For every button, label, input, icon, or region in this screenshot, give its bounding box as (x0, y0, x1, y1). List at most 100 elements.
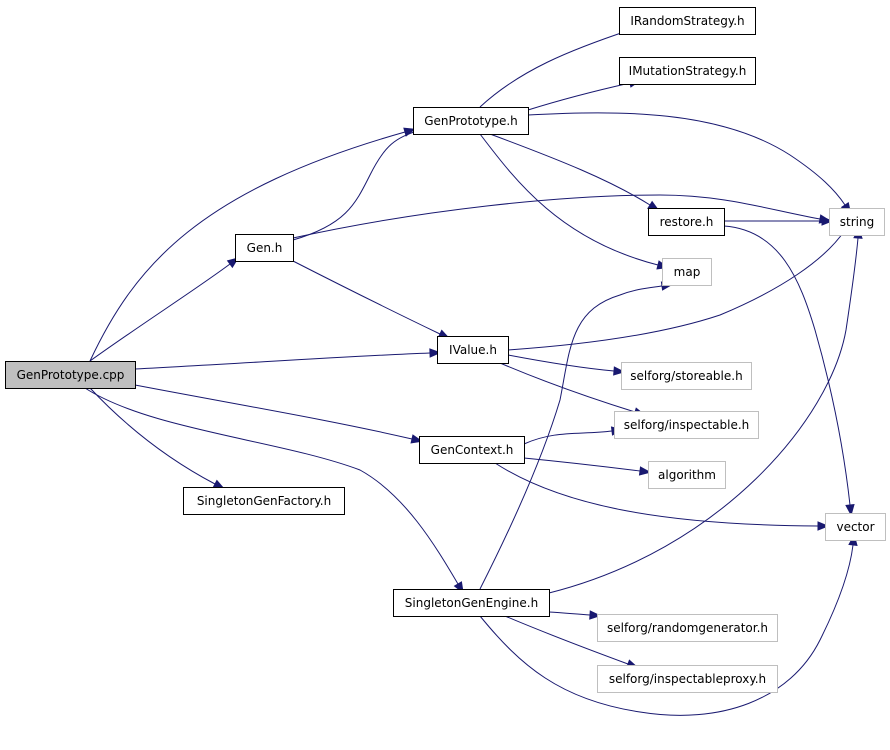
node-label: algorithm (658, 468, 716, 482)
node-box (829, 208, 885, 236)
edge-line (489, 133, 651, 206)
edge-line (89, 387, 216, 485)
node-gen-h[interactable]: Gen.h (235, 234, 294, 262)
edge-line (723, 225, 851, 506)
edge-line (527, 82, 631, 111)
edge-line (292, 194, 821, 239)
edge-line (479, 29, 631, 108)
node-box (619, 7, 756, 35)
edge-line (479, 285, 663, 590)
edge-gen_h-to-ivalue_h (292, 260, 451, 339)
node-selforg-storeable-h[interactable]: selforg/storeable.h (621, 362, 752, 390)
node-box (597, 614, 778, 642)
node-box (419, 436, 525, 464)
node-ivalue-h[interactable]: IValue.h (437, 336, 509, 364)
node-irandomstrategy-h[interactable]: IRandomStrategy.h (619, 7, 756, 35)
edge-gen_h-to-genprototype_h (292, 125, 431, 241)
edge-gencontext_h-to-algorithm (523, 457, 652, 476)
edge-line (548, 611, 591, 616)
node-label: GenContext.h (431, 443, 514, 457)
edge-gencontext_h-to-selforg_inspectable_h (523, 426, 624, 445)
node-map[interactable]: map (662, 258, 712, 286)
edge-line (292, 260, 441, 335)
node-selforg-inspectable-h[interactable]: selforg/inspectable.h (614, 411, 759, 439)
node-label: selforg/inspectable.h (624, 418, 750, 432)
edge-line (507, 229, 846, 351)
edge-line (84, 387, 459, 585)
edge-line (134, 384, 413, 440)
node-label: selforg/inspectableproxy.h (609, 672, 766, 686)
arrowhead (817, 521, 830, 531)
edge-line (479, 544, 854, 716)
node-box (825, 513, 886, 541)
edge-line (499, 362, 636, 413)
node-box (648, 461, 726, 489)
node-singletongenfactory-h[interactable]: SingletonGenFactory.h (183, 487, 345, 515)
edge-line (523, 457, 641, 472)
node-box (5, 361, 136, 389)
arrowhead (845, 503, 855, 517)
node-label: restore.h (660, 215, 714, 229)
edge-line (134, 352, 431, 370)
node-label: vector (836, 520, 874, 534)
edge-line (507, 354, 615, 372)
edge-genprototype_h-to-map (479, 133, 669, 270)
edge-line (504, 615, 629, 665)
edge-gencontext_h-to-vector (494, 462, 830, 531)
node-label: selforg/randomgenerator.h (607, 621, 768, 635)
edge-line (548, 237, 859, 594)
edge-line (479, 133, 659, 266)
node-box (662, 258, 712, 286)
node-gencontext-h[interactable]: GenContext.h (419, 436, 525, 464)
node-box (614, 411, 759, 439)
node-selforg-randomgenerator-h[interactable]: selforg/randomgenerator.h (597, 614, 778, 642)
node-box (413, 107, 529, 135)
edge-genprototype_cpp-to-gencontext_h (134, 384, 424, 444)
edge-line (523, 430, 613, 445)
node-box (183, 487, 345, 515)
node-label: GenPrototype.cpp (17, 368, 125, 382)
arrowhead (821, 216, 834, 226)
node-box (648, 208, 725, 236)
edge-line (494, 462, 819, 527)
edge-line (527, 112, 846, 206)
edge-line (292, 129, 421, 241)
edge-genprototype_cpp-to-ivalue_h (134, 348, 442, 370)
node-box (235, 234, 294, 262)
arrowhead (403, 127, 416, 137)
edge-genprototype_cpp-to-genprototype_h (89, 127, 416, 362)
edge-restore_h-to-string (724, 216, 834, 226)
node-singletongenengine-h[interactable]: SingletonGenEngine.h (393, 589, 550, 617)
node-label: Gen.h (247, 241, 283, 255)
node-string[interactable]: string (829, 208, 885, 236)
edge-line (89, 131, 406, 362)
node-label: IMutationStrategy.h (629, 64, 747, 78)
node-imutationstrategy-h[interactable]: IMutationStrategy.h (619, 57, 756, 85)
edge-genprototype_h-to-restore_h (489, 133, 660, 212)
node-vector[interactable]: vector (825, 513, 886, 541)
edge-ivalue_h-to-selforg_storeable_h (507, 354, 626, 376)
edge-genprototype_cpp-to-gen_h (89, 257, 240, 362)
node-label: selforg/storeable.h (630, 369, 742, 383)
node-genprototype-cpp[interactable]: GenPrototype.cpp (5, 361, 136, 389)
node-box (619, 57, 756, 85)
node-box (437, 336, 509, 364)
edge-restore_h-to-vector (723, 225, 855, 517)
node-label: string (840, 215, 874, 229)
node-restore-h[interactable]: restore.h (648, 208, 725, 236)
node-selforg-inspectableproxy-h[interactable]: selforg/inspectableproxy.h (597, 665, 778, 693)
node-label: SingletonGenFactory.h (197, 494, 331, 508)
node-algorithm[interactable]: algorithm (648, 461, 726, 489)
arrowhead (638, 466, 652, 476)
node-label: IRandomStrategy.h (630, 14, 744, 28)
arrowhead (613, 366, 626, 376)
arrowhead (589, 610, 602, 620)
node-label: map (674, 265, 701, 279)
node-label: IValue.h (449, 343, 497, 357)
edge-line (89, 263, 231, 362)
node-box (621, 362, 752, 390)
node-box (393, 589, 550, 617)
arrowhead (429, 348, 442, 358)
nodes-layer: GenPrototype.cpp Gen.h GenPrototype.h IRand… (5, 7, 886, 693)
node-genprototype-h[interactable]: GenPrototype.h (413, 107, 529, 135)
